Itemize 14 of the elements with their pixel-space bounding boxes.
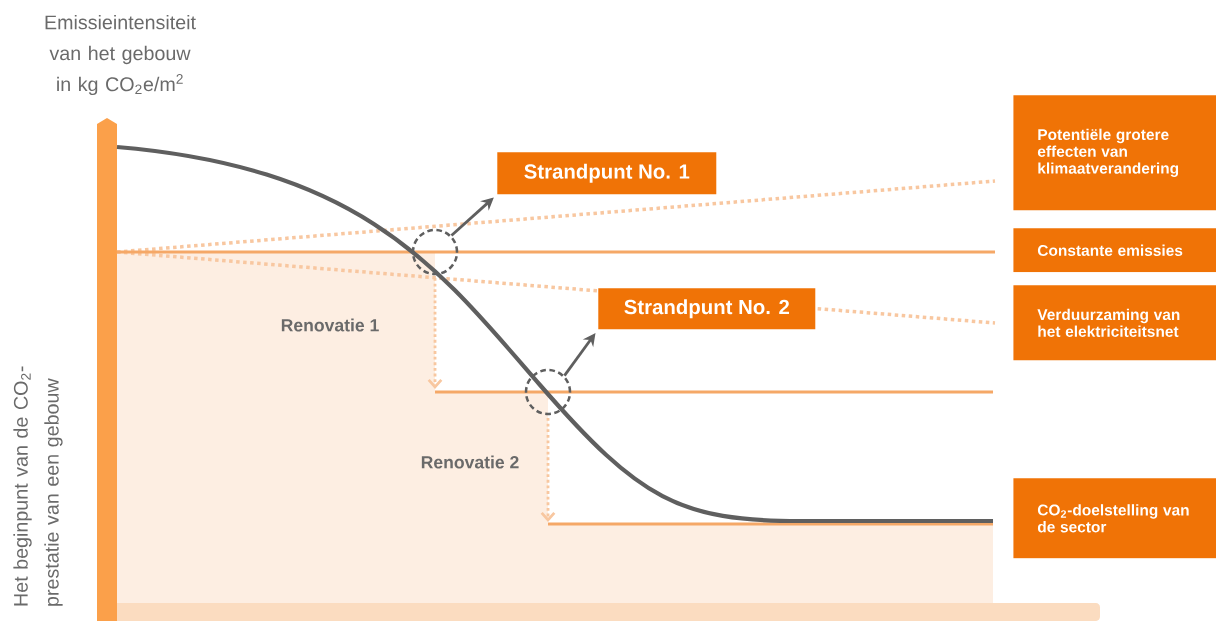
callout-box: Strandpunt No. 2 bbox=[598, 288, 816, 330]
scenario-label-box: Potentiële grotere effecten van klimaatverandering bbox=[1013, 95, 1216, 211]
step-label: Renovatie 1 bbox=[281, 318, 379, 332]
scenario-label-box: Verduurzaming van het elektriciteitsnet bbox=[1013, 285, 1216, 361]
scenario-label-box: CO$_{2}$-doelstelling van de sector bbox=[1013, 478, 1216, 559]
arrow bbox=[450, 197, 494, 237]
dashed-circle bbox=[411, 228, 459, 276]
step-label: Renovatie 2 bbox=[421, 455, 519, 469]
arrow bbox=[563, 333, 596, 377]
axis-title: Het beginpunt van de CO$_{2}$-prestatie van een gebouw bbox=[13, 366, 63, 606]
callout-box: Strandpunt No. 1 bbox=[497, 152, 717, 195]
scenario-label-box: Constante emissies bbox=[1013, 228, 1216, 273]
dashed-circle bbox=[524, 368, 572, 416]
axis-title: Emissieintensiteit van het gebouw in kg CO$_{2}$e/m$^{2}$ bbox=[45, 14, 196, 96]
